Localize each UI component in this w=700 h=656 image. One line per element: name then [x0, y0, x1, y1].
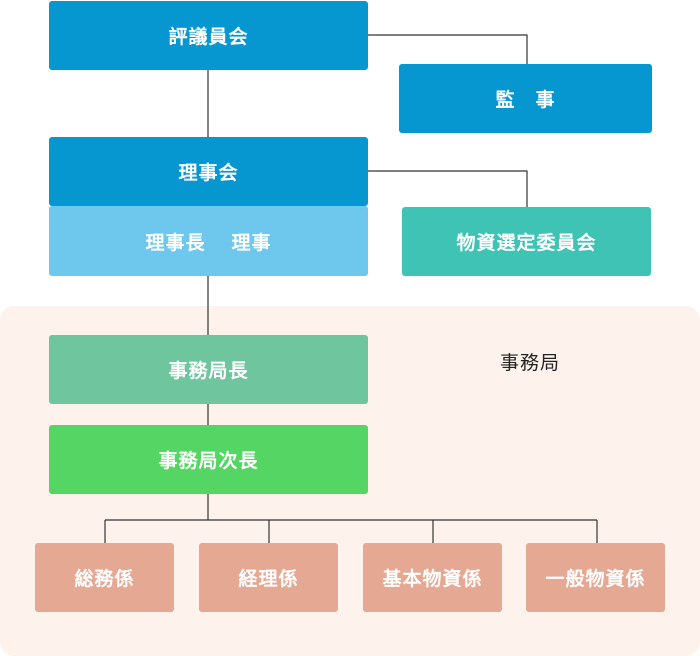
board-box: 理事会: [49, 137, 368, 206]
board-member-label: 理事: [231, 231, 272, 254]
auditor-box: 監 事: [399, 64, 652, 133]
auditor-label: 監 事: [495, 89, 556, 111]
council-label: 評議員会: [168, 26, 249, 48]
department-label: 一般物資係: [545, 568, 646, 590]
secretariat-deputy-label: 事務局次長: [158, 450, 259, 472]
selection-committee-label: 物資選定委員会: [456, 232, 597, 254]
secretariat-deputy-box: 事務局次長: [49, 425, 368, 494]
department-label: 総務係: [74, 568, 135, 590]
department-box-general-supplies: 一般物資係: [526, 543, 665, 612]
secretariat-head-box: 事務局長: [49, 335, 368, 404]
department-box-general-affairs: 総務係: [35, 543, 174, 612]
council-auditor-connector: [368, 34, 528, 64]
department-label: 経理係: [238, 568, 299, 590]
department-label: 基本物資係: [382, 568, 483, 590]
secretariat-head-label: 事務局長: [168, 360, 249, 382]
department-box-accounting: 経理係: [199, 543, 338, 612]
board-committee-connector: [368, 170, 528, 207]
council-box: 評議員会: [49, 1, 368, 70]
selection-committee-box: 物資選定委員会: [402, 207, 651, 276]
board-chair-label: 理事長: [145, 231, 206, 254]
secretariat-region-label: 事務局: [500, 352, 561, 374]
department-box-basic-supplies: 基本物資係: [363, 543, 502, 612]
board-label: 理事会: [178, 162, 239, 184]
board-members-box: 理事長 理事: [49, 206, 368, 276]
